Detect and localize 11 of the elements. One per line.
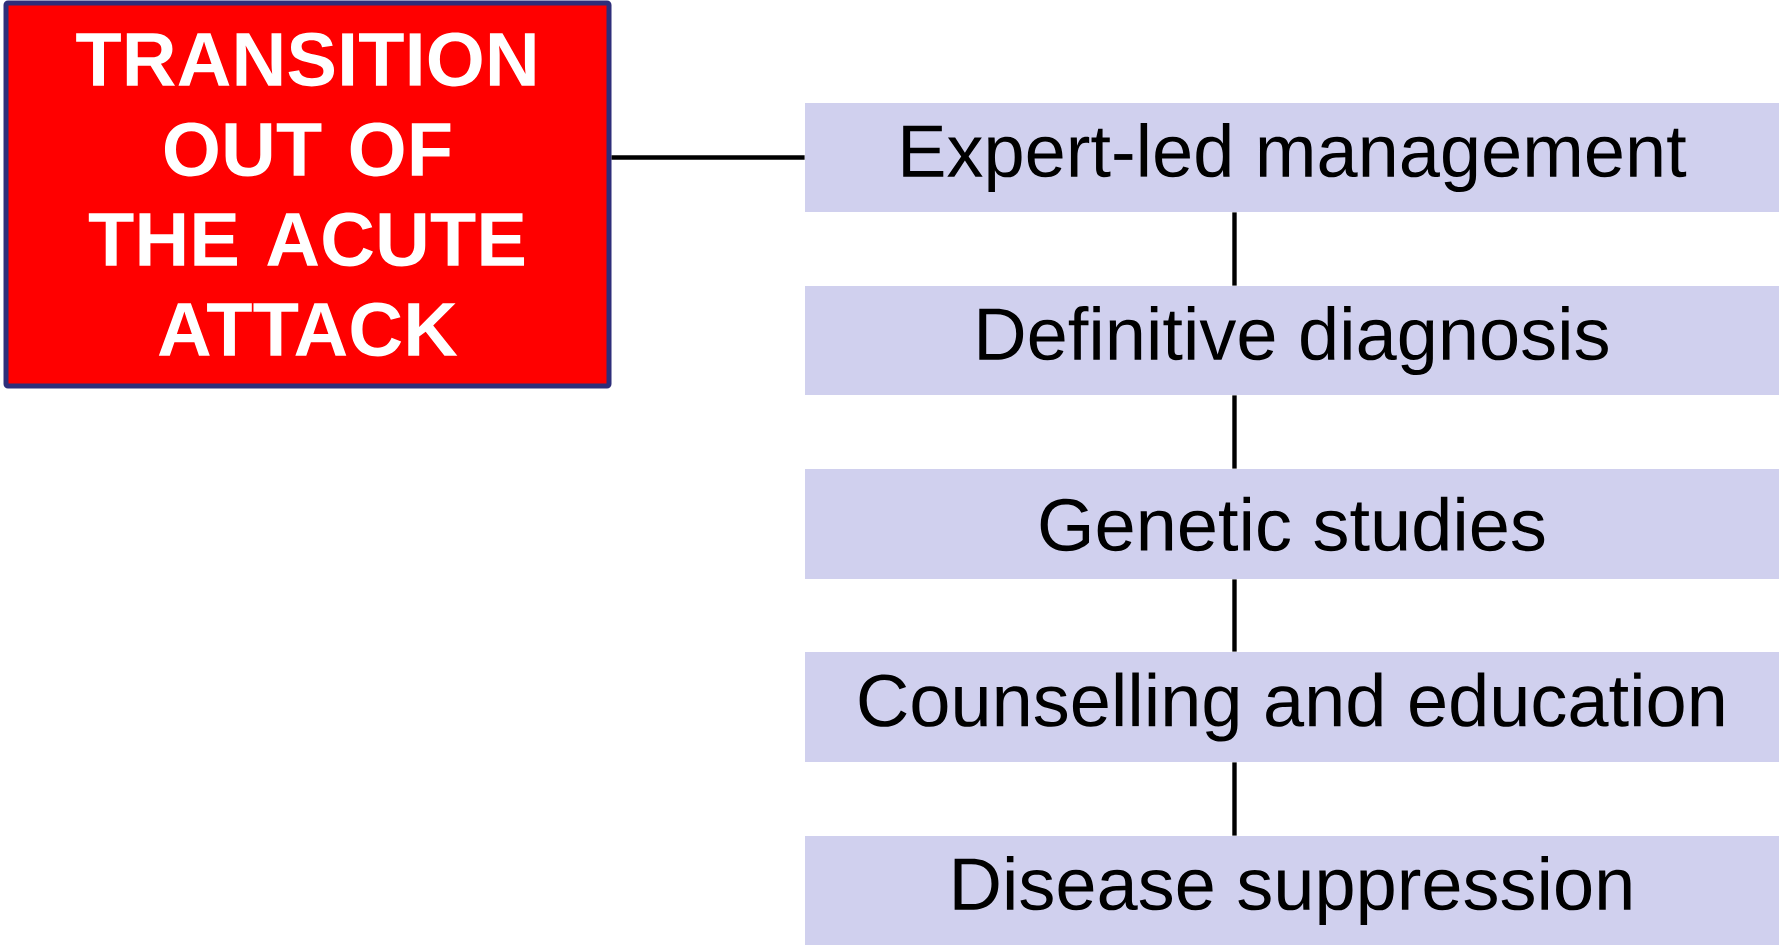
step-box: Counselling and education xyxy=(805,652,1779,762)
connector-line xyxy=(611,155,805,160)
connector-line xyxy=(1232,395,1237,469)
connector-line xyxy=(1232,762,1237,836)
connector-line xyxy=(1232,579,1237,652)
title-box: TRANSITION OUT OF THE ACUTE ATTACK xyxy=(3,0,612,389)
step-box: Expert-led management xyxy=(805,103,1779,212)
step-box: Disease suppression xyxy=(805,836,1779,945)
step-box: Genetic studies xyxy=(805,469,1779,579)
connector-line xyxy=(1232,212,1237,286)
step-box: Definitive diagnosis xyxy=(805,286,1779,395)
